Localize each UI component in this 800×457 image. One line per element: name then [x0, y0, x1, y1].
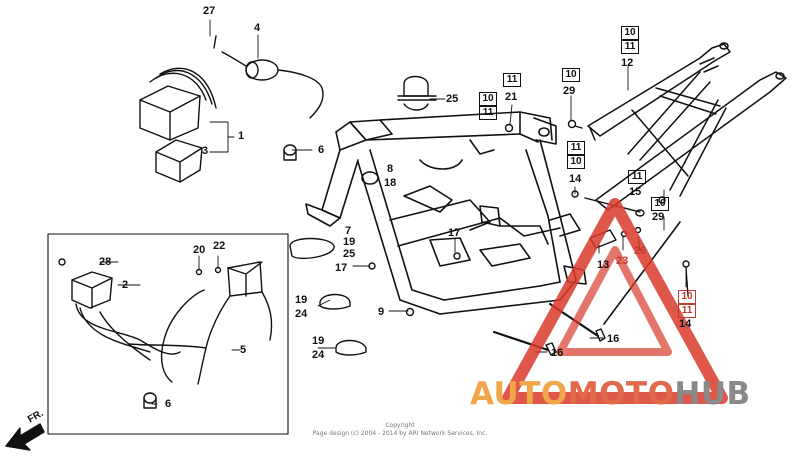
callout-3: 3: [202, 145, 209, 157]
callout-16-right: 16: [607, 333, 620, 345]
callout-19-mid: 19: [295, 294, 308, 306]
callout-13: 13: [597, 259, 610, 271]
boxed-ref-11: 11: [678, 304, 696, 318]
boxed-ref-10: 10: [621, 26, 639, 40]
boxed-ref-11: 11: [479, 106, 497, 120]
clamp-part-top: [397, 75, 437, 111]
callout-6-top: 6: [318, 144, 325, 156]
boxed-ref-10: 10: [479, 92, 497, 106]
callout-29-top: 29: [563, 85, 576, 97]
plug-cap-part: [283, 144, 297, 161]
callout-19-upper: 19: [343, 236, 356, 248]
watermark-logo: [502, 198, 728, 404]
callout-24-mid: 24: [295, 308, 308, 320]
rear-subframe: [587, 42, 787, 211]
callout-17-center: 17: [448, 227, 461, 239]
callout-16-left: 16: [551, 347, 564, 359]
callout-17-left: 17: [335, 262, 348, 274]
callout-27: 27: [203, 5, 216, 17]
harness-inset-box: [47, 233, 289, 435]
copyright-line-1: Copyright: [385, 422, 415, 429]
callout-2: 2: [122, 279, 129, 291]
callout-25-top: 25: [446, 93, 459, 105]
callout-20: 20: [193, 244, 206, 256]
callout-4: 4: [254, 22, 261, 34]
callout-12: 12: [621, 57, 634, 69]
callout-28: 28: [99, 256, 112, 268]
callout-1: 1: [238, 130, 245, 142]
callout-25-mid: 25: [343, 248, 356, 260]
watermark-part-auto: AUTO: [470, 376, 568, 412]
callout-14-top: 14: [569, 173, 582, 185]
callout-19-low: 19: [312, 335, 325, 347]
boxed-ref-10: 10: [678, 290, 696, 304]
ignition-coil-part: [213, 35, 324, 119]
callout-29-right: 29: [652, 211, 665, 223]
boxed-ref-11: 11: [503, 73, 521, 87]
callout-26: 26: [634, 245, 647, 257]
callout-22: 22: [213, 240, 226, 252]
callout-5: 5: [240, 344, 247, 356]
callout-15: 15: [629, 186, 642, 198]
main-frame: [305, 111, 587, 315]
boxed-ref-10: 10: [567, 155, 585, 169]
callout-8: 8: [387, 163, 394, 175]
boxed-ref-11: 11: [567, 141, 585, 155]
clamps-left: [289, 237, 367, 356]
callout-23: 23: [616, 255, 629, 267]
boxed-ref-11: 11: [628, 170, 646, 184]
callout-14-right: 14: [679, 318, 692, 330]
callout-21: 21: [505, 91, 518, 103]
watermark-text: AUTOMOTOHUB: [470, 376, 751, 412]
boxed-ref-10: 10: [651, 197, 669, 211]
copyright-line-2: Page design (c) 2004 - 2014 by ARI Netwo…: [312, 430, 488, 437]
cdi-unit-part: [139, 67, 217, 183]
front-arrow: [5, 423, 45, 451]
bolts: [58, 119, 690, 317]
callout-7: 7: [345, 225, 352, 237]
inset-parts: [71, 261, 273, 409]
callout-6-inset: 6: [165, 398, 172, 410]
boxed-ref-11: 11: [621, 40, 639, 54]
callout-24-low: 24: [312, 349, 325, 361]
callout-18: 18: [384, 177, 397, 189]
boxed-ref-10: 10: [562, 68, 580, 82]
callout-9: 9: [378, 306, 385, 318]
watermark-part-hub: HUB: [674, 376, 751, 412]
watermark-part-moto: MOTO: [567, 376, 675, 412]
